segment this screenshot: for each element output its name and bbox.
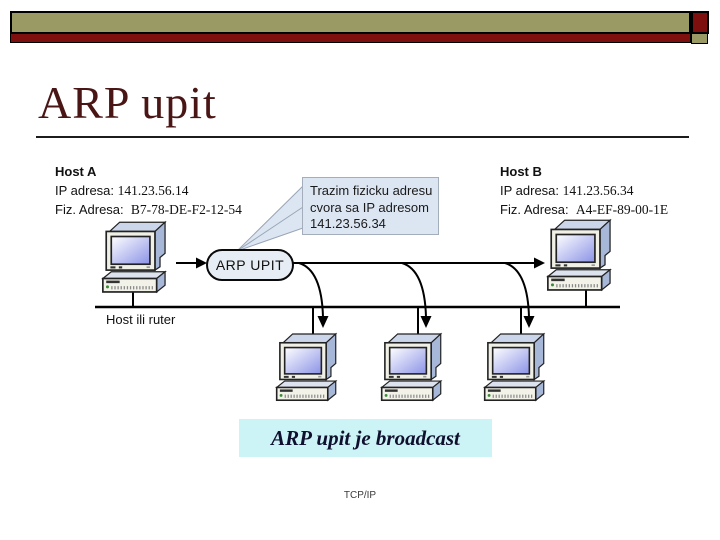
host-b-info: Host B IP adresa: 141.23.56.34 Fiz. Adre…: [500, 162, 668, 219]
top-olive-square: [691, 33, 708, 44]
top-red-bar: [10, 33, 691, 43]
host-a-info: Host A IP adresa: 141.23.56.14 Fiz. Adre…: [55, 162, 242, 219]
title-divider: [36, 136, 689, 138]
broadcast-arrows: [298, 262, 530, 318]
broadcast-arrowheads: [317, 316, 535, 328]
host-a-ip: IP adresa: 141.23.56.14: [55, 183, 189, 198]
host-b-ip: IP adresa: 141.23.56.34: [500, 183, 634, 198]
caption-box: ARP upit je broadcast: [239, 419, 492, 457]
arrow-hosta-to-arp: [176, 257, 207, 269]
speech-bubble-line3: 141.23.56.34: [310, 216, 386, 231]
footer-label: TCP/IP: [343, 490, 377, 501]
host-b-mac: Fiz. Adresa: A4-EF-89-00-1E: [500, 202, 669, 217]
page-title: ARP upit: [38, 77, 217, 128]
host-a-name: Host A: [55, 164, 97, 179]
speech-bubble-line1: Trazim fizicku adresu: [310, 183, 433, 198]
host-b-name: Host B: [500, 164, 542, 179]
speech-bubble: Trazim fizicku adresu cvora sa IP adreso…: [302, 177, 439, 235]
bus-label: Host ili ruter: [106, 312, 176, 327]
arrow-arp-to-hostb: [290, 257, 545, 269]
speech-bubble-line2: cvora sa IP adresom: [310, 199, 429, 215]
arp-upit-callout: ARP UPIT: [206, 249, 294, 281]
caption-text: ARP upit je broadcast: [271, 425, 460, 450]
host-a-mac: Fiz. Adresa: B7-78-DE-F2-12-54: [55, 202, 242, 217]
